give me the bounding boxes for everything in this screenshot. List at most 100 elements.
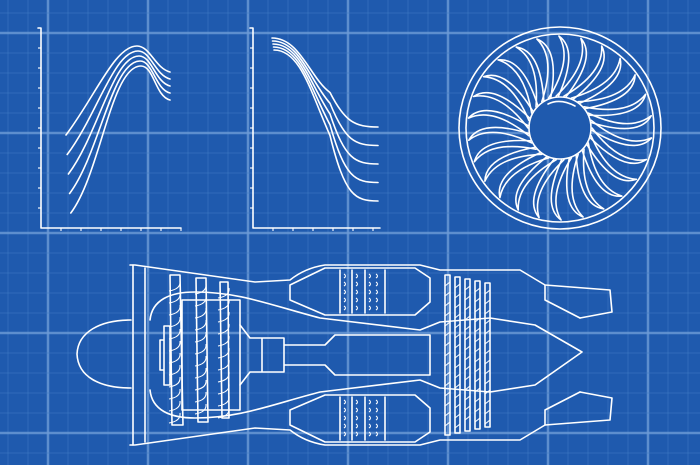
nozzle-mark xyxy=(343,423,347,429)
turbine-hatch xyxy=(484,409,491,415)
turbine-blade-row xyxy=(484,282,491,428)
turbine-hatch xyxy=(454,323,461,329)
turbine-hatch xyxy=(474,347,481,353)
plot1-curve xyxy=(68,60,171,195)
turbine-hatch xyxy=(464,345,471,351)
plot2-curve xyxy=(271,40,379,147)
fan-blade-stroke xyxy=(168,316,181,328)
nozzle-mark xyxy=(355,281,359,287)
combustor-top xyxy=(289,267,431,316)
turbine-hatch xyxy=(484,319,491,325)
plot2-curves xyxy=(271,37,379,202)
nozzle-mark xyxy=(375,305,379,311)
turbine-hatch xyxy=(474,297,481,303)
fan-blade xyxy=(581,142,623,197)
turbine-hatch xyxy=(484,349,491,355)
nozzle-mark xyxy=(343,273,347,279)
plot1-ticks xyxy=(38,47,182,231)
fan-blade xyxy=(482,74,534,122)
fan-blade xyxy=(590,119,653,147)
turbine-hatch xyxy=(454,343,461,349)
turbine-hatch xyxy=(484,379,491,385)
fan-blade-stroke xyxy=(194,343,207,355)
nozzle-mark xyxy=(355,399,359,405)
nozzle-mark xyxy=(343,399,347,405)
fan-blade xyxy=(536,38,555,103)
turbine-hatch xyxy=(464,415,471,421)
turbine-hatch xyxy=(444,411,451,417)
fan-blade-stroke xyxy=(168,376,181,388)
fan-hub-highlight xyxy=(547,100,576,107)
fan-blade-stroke xyxy=(194,391,207,403)
nozzle-mark xyxy=(368,305,372,311)
intake-lip xyxy=(132,264,146,446)
nozzle-mark xyxy=(343,281,347,287)
exhaust-nozzle xyxy=(544,284,581,426)
nozzle-mark xyxy=(375,407,379,413)
turbine-hatch xyxy=(454,383,461,389)
fan-blade xyxy=(587,112,652,130)
nozzle-mark xyxy=(368,273,372,279)
nozzle-mark xyxy=(375,281,379,287)
turbine-hatch xyxy=(454,423,461,429)
turbine-hatch xyxy=(464,355,471,361)
fan-blade xyxy=(467,109,530,137)
turbine-blade-row xyxy=(444,274,451,436)
turbine-blade-row xyxy=(454,276,461,434)
fan-blades xyxy=(467,35,653,221)
nozzle-mark xyxy=(368,281,372,287)
turbine-stages xyxy=(444,274,491,436)
fan-blade-stroke xyxy=(168,280,181,292)
turbine-hatch xyxy=(474,307,481,313)
turbine-hatch xyxy=(484,309,491,315)
turbine-hatch xyxy=(444,291,451,297)
turbine-hatch xyxy=(484,289,491,295)
fan-blade xyxy=(515,156,557,211)
nozzle-mark xyxy=(368,297,372,303)
turbine-hatch xyxy=(474,317,481,323)
nose-cone xyxy=(76,319,132,389)
compressor-fan-2 xyxy=(195,277,209,423)
fan-blade xyxy=(484,146,543,182)
turbine-hatch xyxy=(474,327,481,333)
fan-blade xyxy=(497,59,539,114)
turbine-hatch xyxy=(484,369,491,375)
nozzle-mark xyxy=(368,415,372,421)
fan-blade xyxy=(555,37,588,98)
nozzle-mark xyxy=(368,423,372,429)
turbine-hatch xyxy=(464,335,471,341)
turbine-hatch xyxy=(484,389,491,395)
fan-blade-stroke xyxy=(194,355,207,367)
fan-blade-stroke xyxy=(168,388,181,400)
turbine-hatch xyxy=(454,313,461,319)
turbine-hatch xyxy=(464,365,471,371)
turbine-hatch xyxy=(444,361,451,367)
plot2-ticks xyxy=(250,47,374,231)
nozzle-mark xyxy=(355,407,359,413)
fan-blade-stroke xyxy=(217,383,230,395)
fan-blade xyxy=(532,158,565,219)
turbine-hatch xyxy=(444,381,451,387)
turbine-hatch xyxy=(444,371,451,377)
turbine-hatch xyxy=(474,387,481,393)
fan-blade-stroke xyxy=(217,311,230,323)
turbine-hatch xyxy=(454,333,461,339)
fan-blade xyxy=(575,148,605,210)
fan-blade xyxy=(550,157,573,221)
turbine-hatch xyxy=(464,395,471,401)
turbine-hatch xyxy=(484,419,491,425)
core-casing xyxy=(149,291,491,419)
nozzle-mark xyxy=(343,305,347,311)
plot2-curve xyxy=(273,49,379,202)
turbine-hatch xyxy=(474,397,481,403)
plot1-curve xyxy=(65,45,171,136)
fan-front-view xyxy=(458,26,662,230)
fan-blade-stroke xyxy=(194,307,207,319)
nozzle-mark xyxy=(343,431,347,437)
turbine-hatch xyxy=(444,421,451,427)
fan-blade xyxy=(472,92,531,129)
fan-blade xyxy=(586,134,638,182)
fan-blade-stroke xyxy=(194,379,207,391)
fan-blade-stroke xyxy=(194,295,207,307)
fan-hub xyxy=(528,96,592,160)
